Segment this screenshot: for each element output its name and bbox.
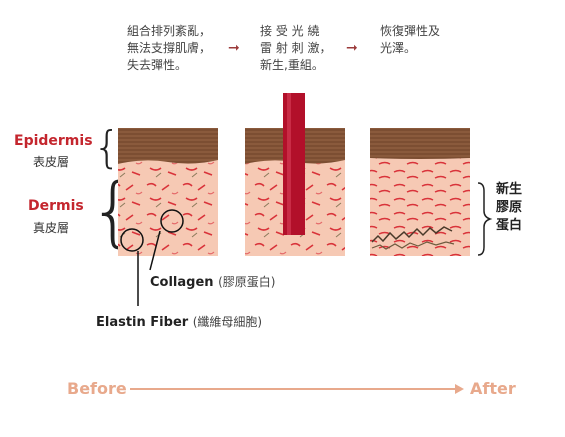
elastin-callout: Elastin Fiber (纖維母細胞)	[96, 313, 262, 330]
elastin-name: Elastin Fiber	[96, 315, 189, 330]
step-1-text: 組合排列紊亂， 無法支撐肌膚， 失去彈性。	[127, 24, 212, 72]
laser-beam	[283, 93, 305, 235]
dermis-sublabel: 真皮層	[33, 221, 70, 235]
epidermis-label: Epidermis	[14, 133, 93, 149]
dermis-label: Dermis	[28, 198, 84, 214]
step-2-text: 接 受 光 繞 雷 射 刺 激， 新生,重組。	[260, 24, 332, 72]
timeline-start-label: Before	[67, 379, 127, 398]
arrow-right-icon: ➞	[228, 40, 240, 56]
new-collagen-label: 新生 膠原 蛋白	[493, 181, 525, 235]
arrow-right-icon: ➞	[346, 40, 358, 56]
epidermis-sublabel: 表皮層	[33, 155, 70, 169]
collagen-callout: Collagen (膠原蛋白)	[150, 273, 275, 290]
new-collagen-line-1: 新生	[495, 182, 522, 197]
skin-panel-before	[118, 128, 218, 256]
step-3-text: 恢復彈性及 光澤。	[380, 24, 441, 55]
collagen-name: Collagen	[150, 275, 214, 290]
epidermis-brace-icon: {	[93, 122, 121, 173]
new-collagen-brace-icon	[477, 182, 493, 256]
elastin-cn: (纖維母細胞)	[192, 315, 263, 329]
skin-panel-laser	[245, 93, 345, 256]
skin-panel-after	[370, 128, 470, 256]
timeline-end-label: After	[470, 379, 516, 398]
new-collagen-line-2: 膠原	[495, 200, 522, 215]
new-collagen-line-3: 蛋白	[495, 218, 522, 233]
collagen-cn: (膠原蛋白)	[218, 275, 276, 289]
